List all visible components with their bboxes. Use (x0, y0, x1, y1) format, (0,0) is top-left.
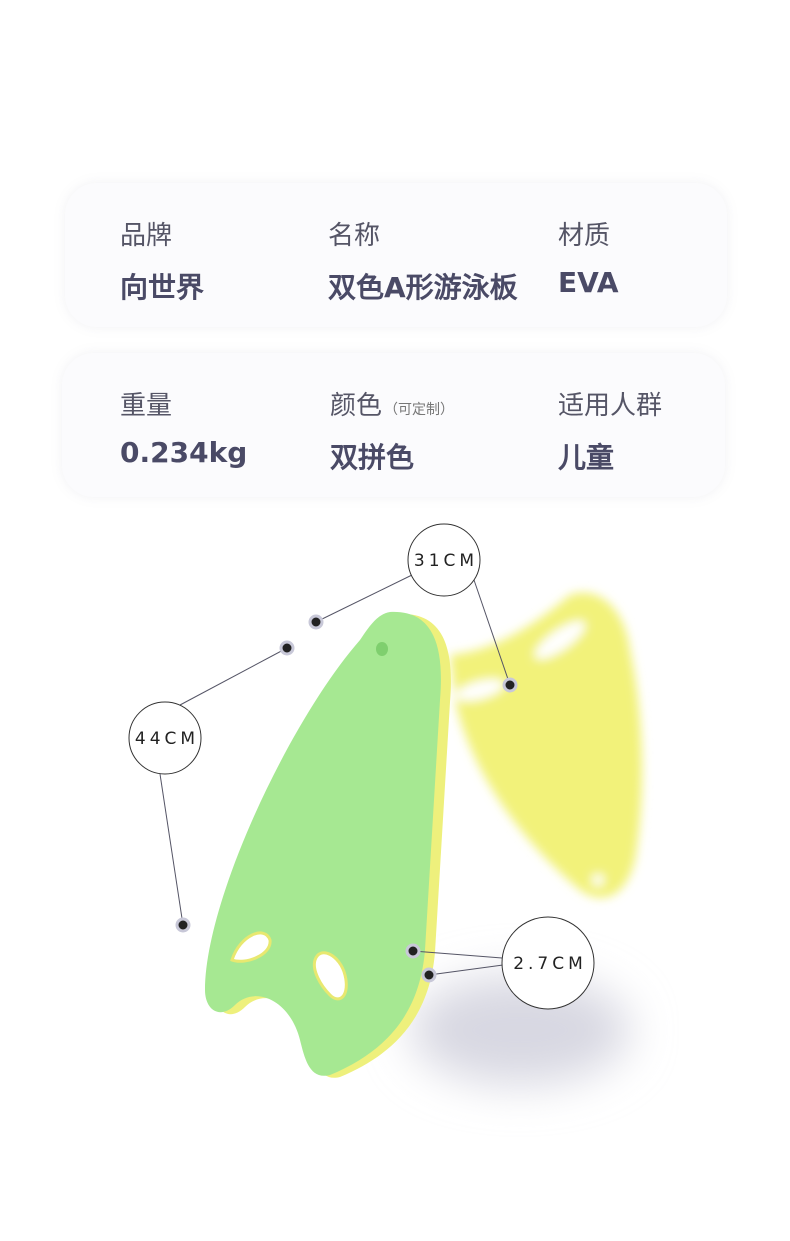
spec-material: 材质 EVA (558, 215, 619, 299)
spec-card-1: 品牌 向世界 名称 双色A形游泳板 材质 EVA (65, 183, 727, 327)
spec-value: 0.234kg (120, 436, 248, 469)
spec-weight: 重量 0.234kg (120, 385, 247, 469)
yellow-board-back (450, 592, 642, 898)
board-shadow (410, 975, 630, 1085)
callout-width: 31CM (407, 523, 481, 597)
spec-name: 名称 双色A形游泳板 (328, 215, 518, 306)
spec-value: 双色A形游泳板 (328, 271, 518, 304)
spec-card-2: 重量 0.234kg 颜色（可定制） 双拼色 适用人群 儿童 (62, 353, 725, 497)
spec-brand: 品牌 向世界 (120, 215, 204, 306)
spec-label: 颜色（可定制） (330, 385, 454, 422)
spec-value: 儿童 (558, 441, 615, 474)
spec-value: EVA (558, 266, 619, 299)
board-hole (376, 642, 388, 656)
spec-label: 材质 (558, 221, 611, 251)
length-label: 44CM (135, 729, 199, 749)
thickness-label: 2.7CM (513, 954, 587, 974)
callout-dots (175, 614, 518, 983)
spec-label: 名称 (328, 221, 381, 251)
spec-label-text: 颜色 (330, 391, 383, 421)
callout-lines (159, 574, 511, 976)
spec-value: 双拼色 (330, 441, 415, 474)
callout-length: 44CM (128, 701, 202, 775)
spec-label: 重量 (120, 391, 173, 421)
handle-hole-right (312, 951, 348, 1001)
spec-note: （可定制） (384, 402, 455, 418)
callout-thickness: 2.7CM (501, 916, 595, 1010)
spec-value: 向世界 (120, 271, 205, 304)
spec-color: 颜色（可定制） 双拼色 (330, 385, 454, 476)
spec-label: 适用人群 (558, 391, 663, 421)
spec-label: 品牌 (120, 221, 173, 251)
board-green-layer (205, 611, 441, 1076)
handle-hole-left (230, 931, 272, 963)
width-label: 31CM (414, 551, 478, 571)
spec-audience: 适用人群 儿童 (558, 385, 662, 476)
